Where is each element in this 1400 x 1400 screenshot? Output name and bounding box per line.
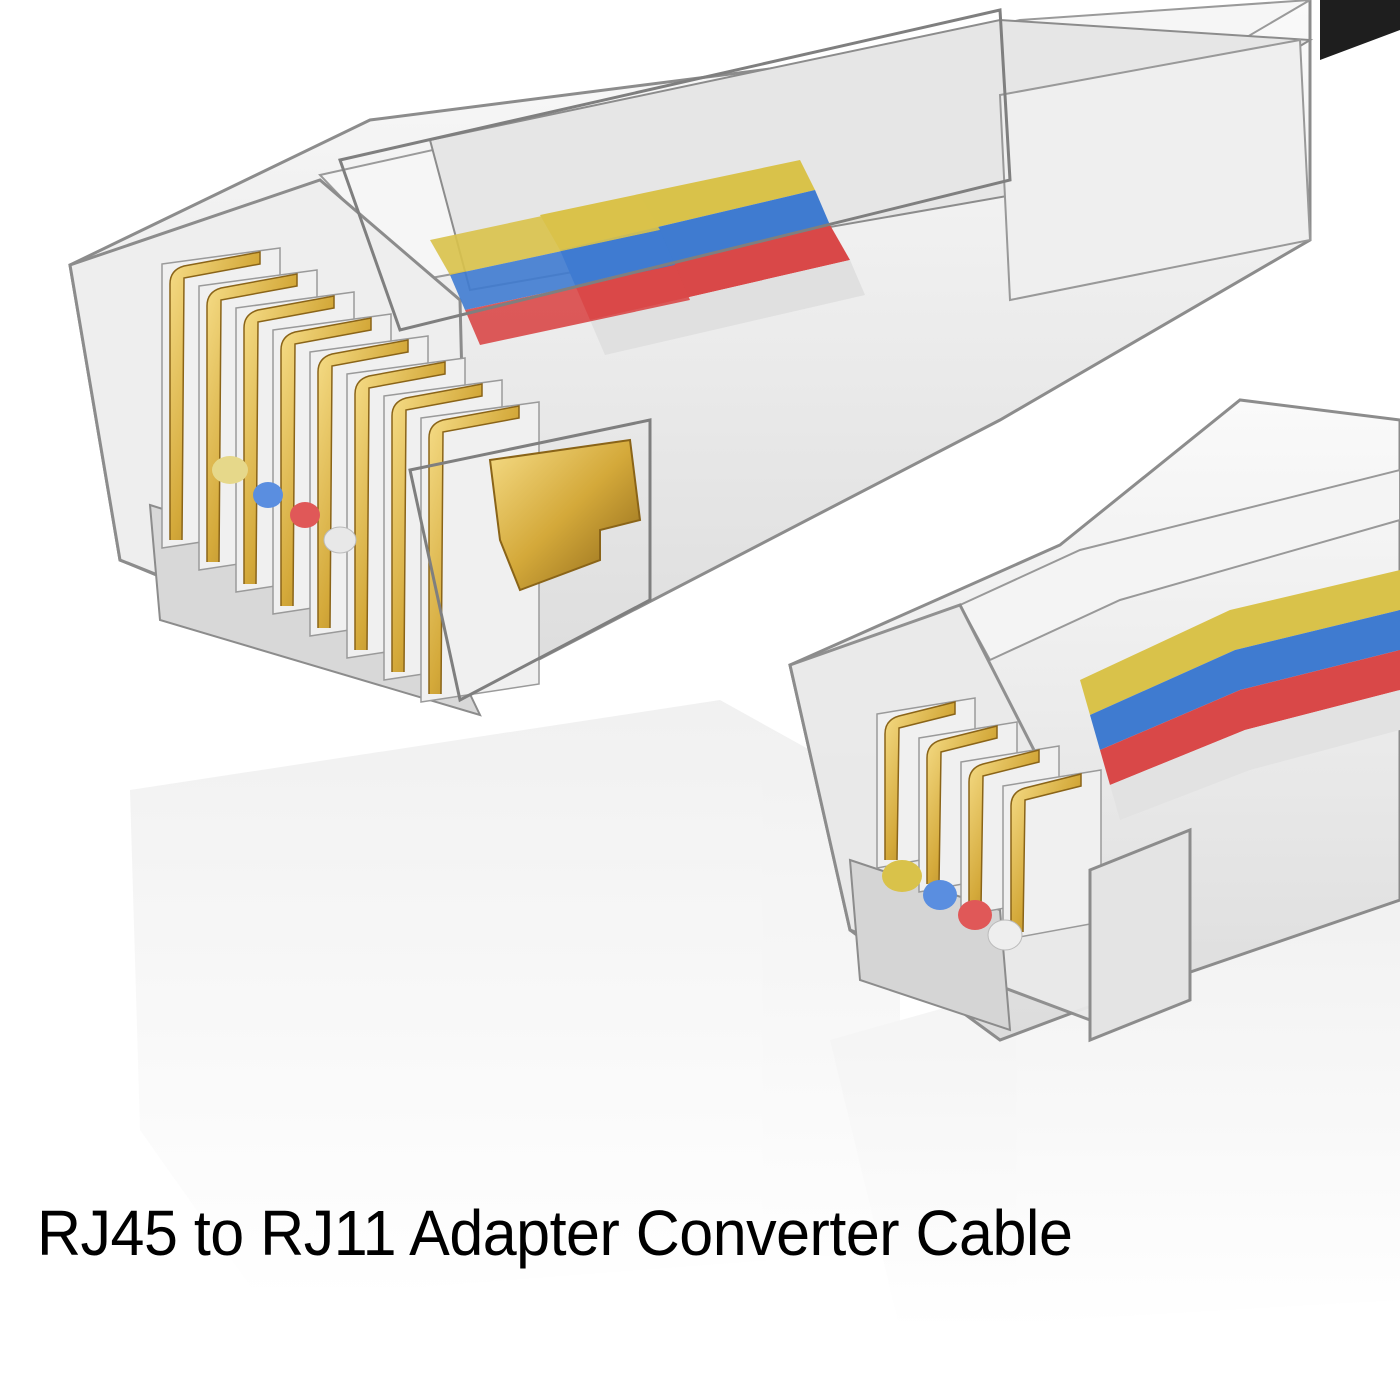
rj45-connector xyxy=(68,0,1400,717)
rj11-front-box xyxy=(1088,827,1192,1043)
rj11-top-face xyxy=(958,468,1400,662)
rj11-contacts xyxy=(876,697,1102,941)
rj45-gold-contact xyxy=(317,339,409,629)
rj45-contacts xyxy=(161,247,540,703)
rj11-gold-contact xyxy=(968,749,1040,909)
product-caption: RJ45 to RJ11 Adapter Converter Cable xyxy=(37,1197,1073,1269)
rj45-wire-ends xyxy=(212,456,357,554)
rj45-gold-contact xyxy=(206,273,298,563)
rj45-wire-window xyxy=(338,8,1012,332)
rj11-connector xyxy=(788,398,1400,1043)
rj11-wire-ends xyxy=(882,860,1023,951)
rj11-gold-contact xyxy=(1010,773,1082,933)
rj45-gold-contact xyxy=(391,383,483,673)
rj45-gold-contact xyxy=(428,405,520,695)
reflection xyxy=(130,700,1400,1330)
cable-rj45 xyxy=(1320,0,1400,60)
rj45-gold-contact xyxy=(280,317,372,607)
rj45-gold-contact xyxy=(169,251,261,541)
rj45-latch-step xyxy=(998,38,1312,302)
rj45-gold-contact xyxy=(354,361,446,651)
rj11-wires xyxy=(1080,570,1400,820)
rj45-gold-plate xyxy=(488,438,642,592)
rj45-wires xyxy=(430,160,865,355)
rj45-front-box xyxy=(408,418,652,703)
rj11-gold-contact xyxy=(884,701,956,861)
rj11-gold-contact xyxy=(926,725,998,885)
rj45-gold-contact xyxy=(243,295,335,585)
